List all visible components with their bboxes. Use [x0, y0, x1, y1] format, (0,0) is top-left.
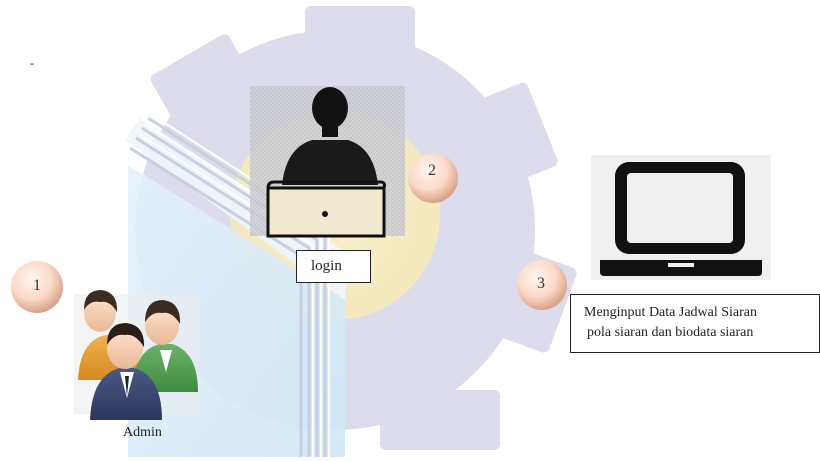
step-number-1: 1: [33, 277, 41, 294]
admin-label: Admin: [123, 425, 162, 440]
step-badge-1: [11, 261, 63, 313]
login-label: login: [311, 258, 342, 274]
admin-laptop-figure: [250, 86, 405, 238]
laptop-icon: [591, 155, 771, 280]
step-badge-3: [517, 260, 567, 310]
input-line-2: pola siaran dan biodata siaran: [587, 325, 754, 340]
input-description-box: Menginput Data Jadwal Siaran pola siaran…: [570, 294, 820, 353]
stray-mark: -: [30, 56, 34, 70]
step-badge-2: [408, 153, 458, 203]
step-number-2: 2: [428, 162, 436, 179]
input-line-1: Menginput Data Jadwal Siaran: [584, 305, 758, 320]
step-number-3: 3: [537, 275, 545, 292]
login-box: login: [296, 250, 371, 283]
admin-group-icon: [74, 290, 200, 420]
